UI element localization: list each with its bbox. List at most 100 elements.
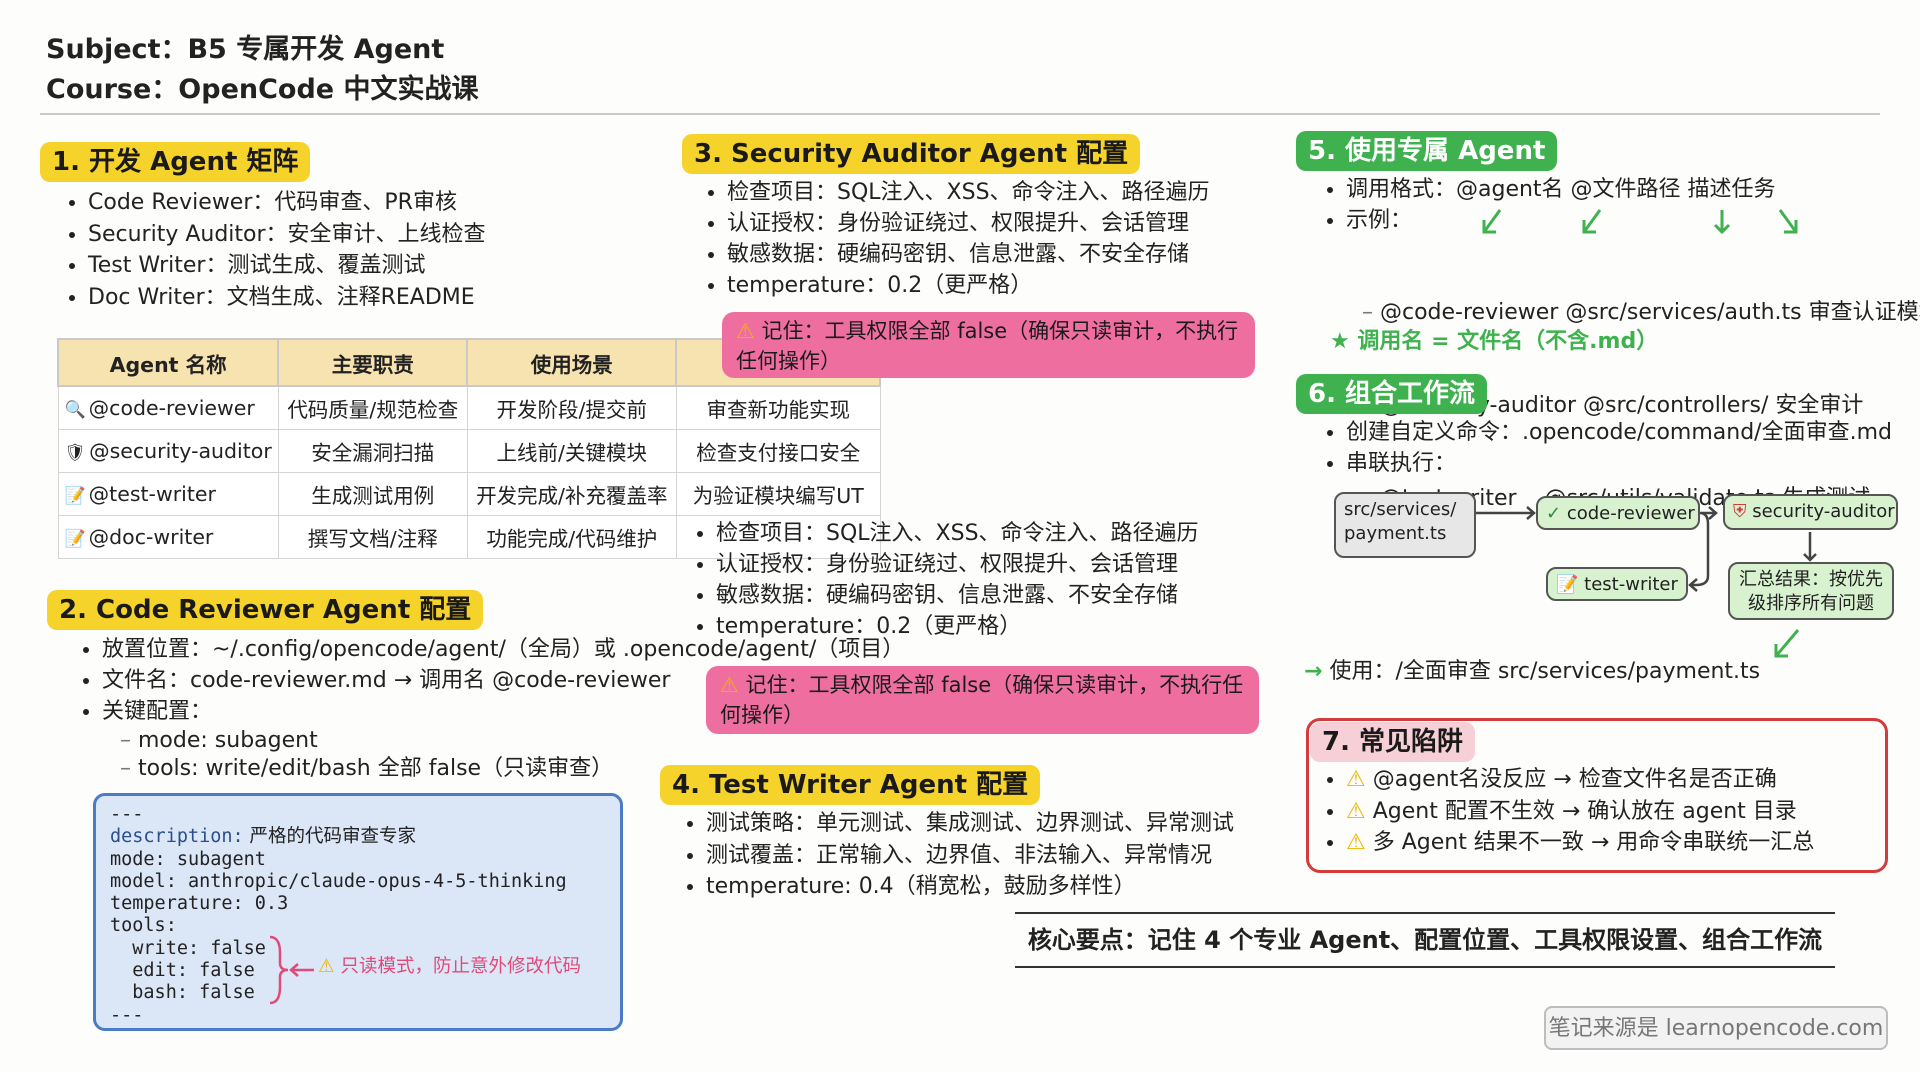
list-item: mode: subagent xyxy=(120,727,904,755)
list-item: Doc Writer：文档生成、注释README xyxy=(88,282,486,314)
example-arrows-icon xyxy=(1482,209,1798,235)
warning-icon: ⚠ xyxy=(318,956,335,977)
section7-title: 7. 常见陷阱 xyxy=(1310,722,1476,762)
code-line: edit: false xyxy=(110,960,255,982)
header-divider xyxy=(40,113,1880,115)
flow-source-node: src/services/ payment.ts xyxy=(1334,492,1476,558)
section6-usage: 使用：/全面审查 src/services/payment.ts xyxy=(1329,659,1761,684)
list-item: temperature：0.2（更严格） xyxy=(727,270,1210,301)
table-row: 🛡@security-auditor 安全漏洞扫描 上线前/关键模块 检查支付接… xyxy=(57,429,881,473)
agent-config-code-block: --- description: 严格的代码审查专家 mode: subagen… xyxy=(93,793,623,1031)
list-item: 测试策略：单元测试、集成测试、边界测试、异常测试 xyxy=(706,808,1234,840)
memo-icon: 📝 xyxy=(64,486,86,506)
code-line: model: anthropic/claude-opus-4-5-thinkin… xyxy=(110,870,567,892)
agent-example: 检查支付接口安全 xyxy=(675,429,881,473)
code-line: --- xyxy=(110,1004,144,1026)
list-item: 敏感数据：硬编码密钥、信息泄露、不安全存储 xyxy=(727,239,1210,270)
agent-example: 审查新功能实现 xyxy=(675,385,881,430)
list-item: @code-reviewer @src/services/auth.ts 审查认… xyxy=(1362,297,1920,328)
section2-list: 放置位置：~/.config/opencode/agent/（全局）或 .ope… xyxy=(76,634,904,783)
code-line: mode: subagent xyxy=(110,848,266,870)
flow-result-node: 汇总结果：按优先 级排序所有问题 xyxy=(1728,562,1894,620)
agent-scene: 开发完成/补充覆盖率 xyxy=(466,472,677,516)
table-row: 🔍@code-reviewer 代码质量/规范检查 开发阶段/提交前 审查新功能… xyxy=(57,385,881,430)
section2-sublist: mode: subagent tools: write/edit/bash 全部… xyxy=(102,727,904,783)
flow-auditor-node: ⛨ security-auditor xyxy=(1723,494,1898,530)
flow-arrows-icon xyxy=(1476,506,1718,592)
section1-list: Code Reviewer：代码审查、PR审核 Security Auditor… xyxy=(62,187,486,313)
section7-list: ⚠ @agent名没反应 → 检查文件名是否正确 ⚠ Agent 配置不生效 →… xyxy=(1320,764,1814,859)
list-item: ⚠ 多 Agent 结果不一致 → 用命令串联统一汇总 xyxy=(1346,827,1814,859)
code-line: temperature: 0.3 xyxy=(110,893,289,915)
code-line: --- xyxy=(110,804,144,825)
section5-tip: 调用名 = 文件名（不含.md） xyxy=(1357,329,1659,354)
section3-list: 检查项目：SQL注入、XSS、命令注入、路径遍历 认证授权：身份验证绕过、权限提… xyxy=(701,177,1210,301)
check-icon: ✓ xyxy=(1546,503,1562,524)
list-item: @security-auditor @src/controllers/ 安全审计 xyxy=(1362,390,1920,421)
list-item: tools: write/edit/bash 全部 false（只读审查） xyxy=(120,755,904,783)
pitfalls-box xyxy=(1306,718,1888,873)
list-item: Test Writer：测试生成、覆盖测试 xyxy=(88,250,486,282)
core-summary: 核心要点：记住 4 个专业 Agent、配置位置、工具权限设置、组合工作流 xyxy=(1015,912,1835,968)
list-item: Code Reviewer：代码审查、PR审核 xyxy=(88,187,486,219)
agent-scene: 开发阶段/提交前 xyxy=(466,385,677,430)
list-item: temperature: 0.4（稍宽松，鼓励多样性） xyxy=(706,871,1234,903)
agent-name: @code-reviewer xyxy=(88,396,255,420)
list-item: temperature：0.2（更严格） xyxy=(716,611,1199,642)
brace-arrow-icon xyxy=(269,935,314,1005)
warning-icon: ⚠ xyxy=(736,319,755,343)
section3-title: 3. Security Auditor Agent 配置 xyxy=(682,134,1141,174)
list-item: 放置位置：~/.config/opencode/agent/（全局）或 .ope… xyxy=(102,634,904,665)
memo-icon: 📝 xyxy=(64,529,86,549)
list-item: 关键配置： mode: subagent tools: write/edit/b… xyxy=(102,696,904,783)
course-line: Course：OpenCode 中文实战课 xyxy=(46,74,479,105)
agent-scene: 上线前/关键模块 xyxy=(466,429,677,473)
table-header-row: Agent 名称 主要职责 使用场景 xyxy=(56,338,882,387)
agent-duty: 代码质量/规范检查 xyxy=(277,385,468,430)
agent-name: @test-writer xyxy=(88,482,216,506)
list-item: ⚠ @agent名没反应 → 检查文件名是否正确 xyxy=(1346,764,1814,796)
warning-icon: ⚠ xyxy=(1346,798,1366,824)
column-header: 使用场景 xyxy=(466,338,678,387)
agent-duty: 生成测试用例 xyxy=(277,472,468,516)
list-item: Security Auditor：安全审计、上线检查 xyxy=(88,219,486,251)
memo-icon: 📝 xyxy=(1556,574,1579,595)
right-arrow-icon: → xyxy=(1304,659,1323,684)
list-item: 串联执行： xyxy=(1346,448,1892,479)
list-item: 敏感数据：硬编码密钥、信息泄露、不安全存储 xyxy=(716,580,1199,611)
table-row: 📝@doc-writer 撰写文档/注释 功能完成/代码维护 xyxy=(57,515,881,559)
agent-name: @security-auditor xyxy=(89,439,272,463)
shield-icon: 🛡 xyxy=(64,443,87,463)
readonly-annotation: 只读模式，防止意外修改代码 xyxy=(340,956,581,977)
flow-tester-node: 📝 test-writer xyxy=(1546,567,1688,601)
list-item: 文件名：code-reviewer.md → 调用名 @code-reviewe… xyxy=(102,665,904,696)
section4-title: 4. Test Writer Agent 配置 xyxy=(660,765,1041,805)
warning-icon: ⚠ xyxy=(1346,830,1366,855)
agent-duty: 撰写文档/注释 xyxy=(277,515,468,559)
list-item: ⚠ Agent 配置不生效 → 确认放在 agent 目录 xyxy=(1346,796,1814,828)
source-footer: 笔记来源是 learnopencode.com xyxy=(1544,1006,1888,1050)
code-line: description: 严格的代码审查专家 xyxy=(110,826,417,848)
agent-duty: 安全漏洞扫描 xyxy=(277,429,468,473)
column-header: 主要职责 xyxy=(277,338,469,387)
agent-name: @doc-writer xyxy=(88,525,214,549)
section5-title: 5. 使用专属 Agent xyxy=(1296,131,1558,171)
down-arrow-icon xyxy=(1803,532,1817,562)
section6-title: 6. 组合工作流 xyxy=(1296,374,1488,414)
list-item: 创建自定义命令：.opencode/command/全面审查.md xyxy=(1346,417,1892,448)
agent-example: 为验证模块编写UT xyxy=(675,472,881,516)
agent-example xyxy=(675,515,881,559)
list-item: 检查项目：SQL注入、XSS、命令注入、路径遍历 xyxy=(716,518,1199,549)
list-item: 测试覆盖：正常输入、边界值、非法输入、异常情况 xyxy=(706,840,1234,872)
list-item: 认证授权：身份验证绕过、权限提升、会话管理 xyxy=(727,208,1210,239)
warning-icon: ⚠ xyxy=(720,673,739,697)
agent-scene: 功能完成/代码维护 xyxy=(466,515,677,559)
section3-callout: ⚠ 记住：工具权限全部 false（确保只读审计，不执行任何操作） xyxy=(722,312,1255,378)
list-item: 调用格式：@agent名 @文件路径 描述任务 xyxy=(1346,174,1776,205)
code-line: bash: false xyxy=(110,982,255,1004)
section3-callout-repeat: ⚠ 记住：工具权限全部 false（确保只读审计，不执行任何操作） xyxy=(706,666,1259,734)
subject-line: Subject：B5 专属开发 Agent xyxy=(46,34,445,65)
section2-title: 2. Code Reviewer Agent 配置 xyxy=(47,590,484,630)
magnifier-icon: 🔍 xyxy=(64,400,86,420)
green-arrow-icon xyxy=(1774,629,1800,658)
